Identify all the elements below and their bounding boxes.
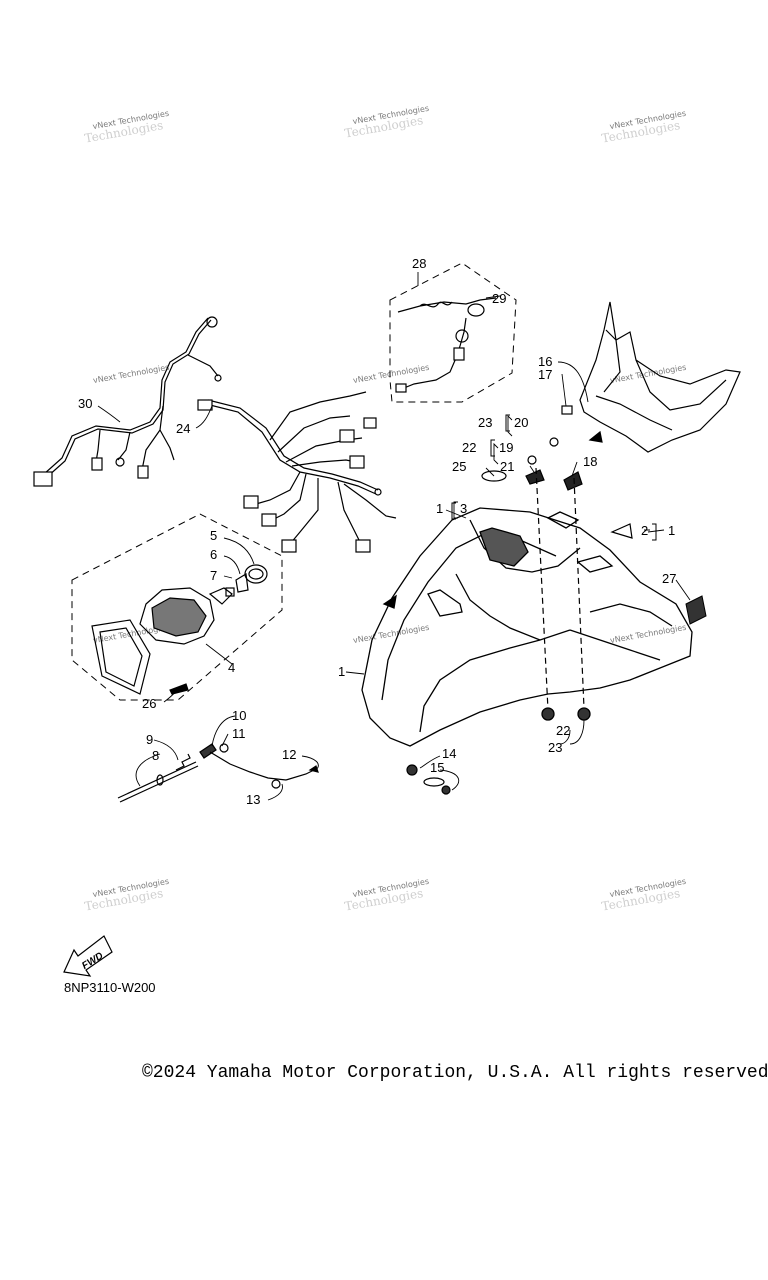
copyright-notice: ©2024 Yamaha Motor Corporation, U.S.A. A… (142, 1063, 768, 1083)
callout-28: 28 (412, 256, 426, 271)
callout-9: 9 (146, 732, 153, 747)
callout-18: 18 (583, 454, 597, 469)
callout-26: 26 (142, 696, 156, 711)
headlight-4 (91, 564, 268, 695)
cable-28 (395, 297, 497, 393)
callout-2: 2 (641, 523, 648, 538)
callout-23b: 23 (548, 740, 562, 755)
callout-3: 3 (460, 501, 467, 516)
callouts: 28 29 16 17 23 20 22 19 25 21 18 1 3 2 1… (78, 256, 676, 807)
hood-1 (361, 507, 693, 747)
callout-23a: 23 (478, 415, 492, 430)
callout-12: 12 (282, 747, 296, 762)
svg-text:vNext Technologies: vNext Technologies (352, 363, 430, 385)
callout-27: 27 (662, 571, 676, 586)
callout-10: 10 (232, 708, 246, 723)
callout-1a: 1 (436, 501, 443, 516)
fasteners-14-15 (406, 764, 451, 795)
callout-6: 6 (210, 547, 217, 562)
svg-text:vNext Technologies: vNext Technologies (352, 623, 430, 645)
wire-harness-24 (197, 391, 397, 553)
callout-8: 8 (152, 748, 159, 763)
callout-17: 17 (538, 367, 552, 382)
brackets (451, 414, 657, 541)
fwd-arrow-icon: FWD (63, 935, 113, 977)
callout-20: 20 (514, 415, 528, 430)
windshield-16 (579, 301, 741, 453)
callout-13: 13 (246, 792, 260, 807)
callout-24: 24 (176, 421, 190, 436)
callout-1b: 1 (668, 523, 675, 538)
callout-15: 15 (430, 760, 444, 775)
leader-lines (97, 272, 691, 801)
callout-16: 16 (538, 354, 552, 369)
callout-19: 19 (499, 440, 513, 455)
callout-4: 4 (228, 660, 235, 675)
svg-text:vNext Technologies: vNext Technologies (609, 363, 687, 385)
callout-14: 14 (442, 746, 456, 761)
callout-30: 30 (78, 396, 92, 411)
wire-harness-30 (33, 316, 222, 487)
callout-22a: 22 (462, 440, 476, 455)
svg-text:vNext Technologies: vNext Technologies (92, 363, 170, 385)
callout-21: 21 (500, 459, 514, 474)
group-box-4 (71, 513, 283, 701)
small-fasteners (481, 405, 633, 711)
bolt-cable-assembly (117, 743, 319, 803)
svg-text:vNext Technologies: vNext Technologies (609, 623, 687, 645)
callout-29: 29 (492, 291, 506, 306)
callout-11: 11 (232, 726, 246, 741)
callout-25: 25 (452, 459, 466, 474)
callout-5: 5 (210, 528, 217, 543)
group-box-28 (389, 262, 517, 403)
diagram-code: 8NP3110-W200 (64, 980, 156, 995)
emblem-27 (685, 595, 707, 625)
callout-22b: 22 (556, 723, 570, 738)
callout-1c: 1 (338, 664, 345, 679)
callout-7: 7 (210, 568, 217, 583)
